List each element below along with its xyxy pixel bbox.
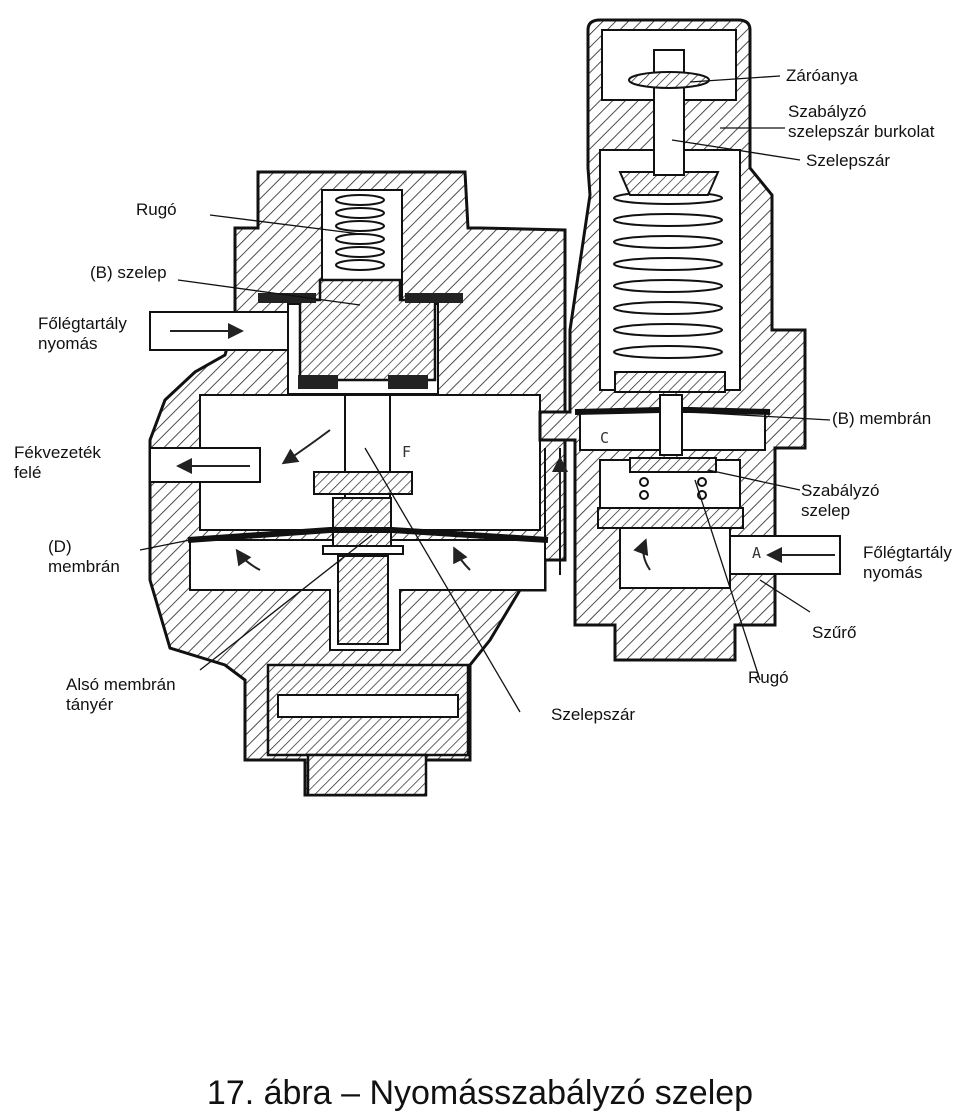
label-d-membran: (D) membrán <box>48 537 120 576</box>
label-szabalyzo-burkolat: Szabályzó szelepszár burkolat <box>788 102 935 141</box>
closing-nut <box>628 71 710 89</box>
flow-arrows <box>170 323 835 571</box>
figure-caption: 17. ábra – Nyomásszabályzó szelep <box>206 1074 754 1112</box>
label-foleg-right: Főlégtartály nyomás <box>863 543 952 582</box>
lower-spring-seat <box>614 371 726 393</box>
d-membrane <box>187 527 549 543</box>
chamber-mark-c: C <box>600 429 610 447</box>
label-szuro: Szűrő <box>812 623 857 642</box>
chamber-mark-f: F <box>402 443 412 461</box>
label-zaroanya: Záróanya <box>786 66 858 85</box>
label-rugo-bottom: Rugó <box>748 668 789 687</box>
label-b-szelep: (B) szelep <box>90 263 167 282</box>
label-fekvezetek: Fékvezeték felé <box>14 443 101 482</box>
label-foleg-left: Főlégtartály nyomás <box>38 314 127 353</box>
regulator-stem <box>653 49 685 176</box>
label-szelepszar-top: Szelepszár <box>806 151 891 170</box>
chamber-mark-a: A <box>752 544 762 562</box>
regulator-valve <box>597 394 744 529</box>
label-also-membran: Alsó membrán tányér <box>66 675 176 714</box>
b-valve-plunger <box>258 278 463 389</box>
valve-body-right <box>538 18 841 662</box>
leader-lines <box>139 75 831 713</box>
label-szabalyzo-szelep: Szabályzó szelep <box>801 481 880 520</box>
spring-seat <box>618 171 720 196</box>
lower-valve-stem <box>313 394 413 645</box>
label-szelepszar-bottom: Szelepszár <box>551 705 636 724</box>
label-rugo-top: Rugó <box>136 200 177 219</box>
label-b-membran: (B) membrán <box>832 409 932 428</box>
